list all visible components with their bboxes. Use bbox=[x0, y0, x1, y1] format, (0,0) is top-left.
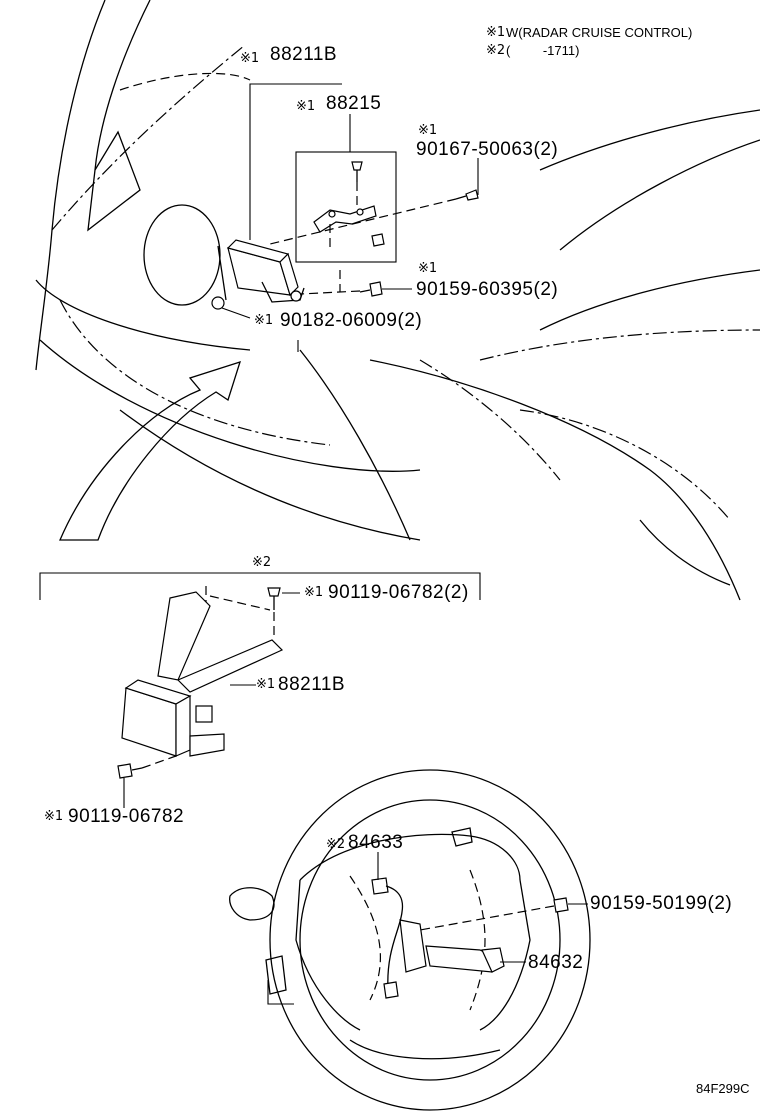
note2-text: ( -1711) bbox=[506, 43, 580, 58]
callout-90119-06782-mark: ※1 bbox=[44, 809, 64, 824]
radar-sensor-group2 bbox=[121, 591, 284, 757]
callout-88211b-mid[interactable]: 88211B bbox=[278, 674, 346, 695]
callout-84633-mark: ※2 bbox=[326, 837, 346, 852]
callout-88215-mark: ※1 bbox=[296, 99, 316, 114]
callout-88211b-top[interactable]: 88211B bbox=[270, 44, 338, 65]
group2-mark: ※2 bbox=[252, 555, 272, 570]
callout-90167-50063-mark: ※1 bbox=[418, 123, 438, 138]
callout-90159-50199[interactable]: 90159-50199(2) bbox=[590, 893, 733, 914]
wire-harness-84633 bbox=[371, 877, 404, 999]
callout-90159-60395-mark: ※1 bbox=[418, 261, 438, 276]
callout-90167-50063[interactable]: 90167-50063(2) bbox=[416, 139, 559, 160]
callout-88211b-top-mark: ※1 bbox=[240, 51, 260, 66]
callout-88211b-mid-mark: ※1 bbox=[256, 677, 276, 692]
screw-icons bbox=[351, 161, 479, 297]
screw-icons-group2 bbox=[117, 587, 281, 779]
cruise-switch-84632 bbox=[399, 919, 505, 973]
callout-88215[interactable]: 88215 bbox=[326, 93, 382, 114]
vehicle-front-outline bbox=[35, 0, 760, 601]
radar-sensor-top bbox=[211, 239, 305, 310]
drawing-code: 84F299C bbox=[696, 1081, 750, 1096]
callout-90159-60395[interactable]: 90159-60395(2) bbox=[416, 279, 559, 300]
note2-mark: ※2 bbox=[486, 43, 506, 58]
note1-text: W(RADAR CRUISE CONTROL) bbox=[506, 25, 693, 40]
callout-90182-06009-mark: ※1 bbox=[254, 313, 274, 328]
screw-icon-50199 bbox=[553, 897, 569, 913]
location-arrow bbox=[59, 360, 241, 541]
callout-90119-06782-2[interactable]: 90119-06782(2) bbox=[328, 582, 469, 603]
note1-mark: ※1 bbox=[486, 25, 506, 40]
callout-90182-06009[interactable]: 90182-06009(2) bbox=[280, 310, 423, 331]
bracket-88215 bbox=[313, 205, 377, 233]
callout-84632[interactable]: 84632 bbox=[528, 952, 584, 973]
callout-84633[interactable]: 84633 bbox=[348, 832, 404, 853]
steering-wheel bbox=[229, 769, 591, 1111]
callout-90119-06782[interactable]: 90119-06782 bbox=[68, 806, 185, 827]
callout-90119-06782-2-mark: ※1 bbox=[304, 585, 324, 600]
